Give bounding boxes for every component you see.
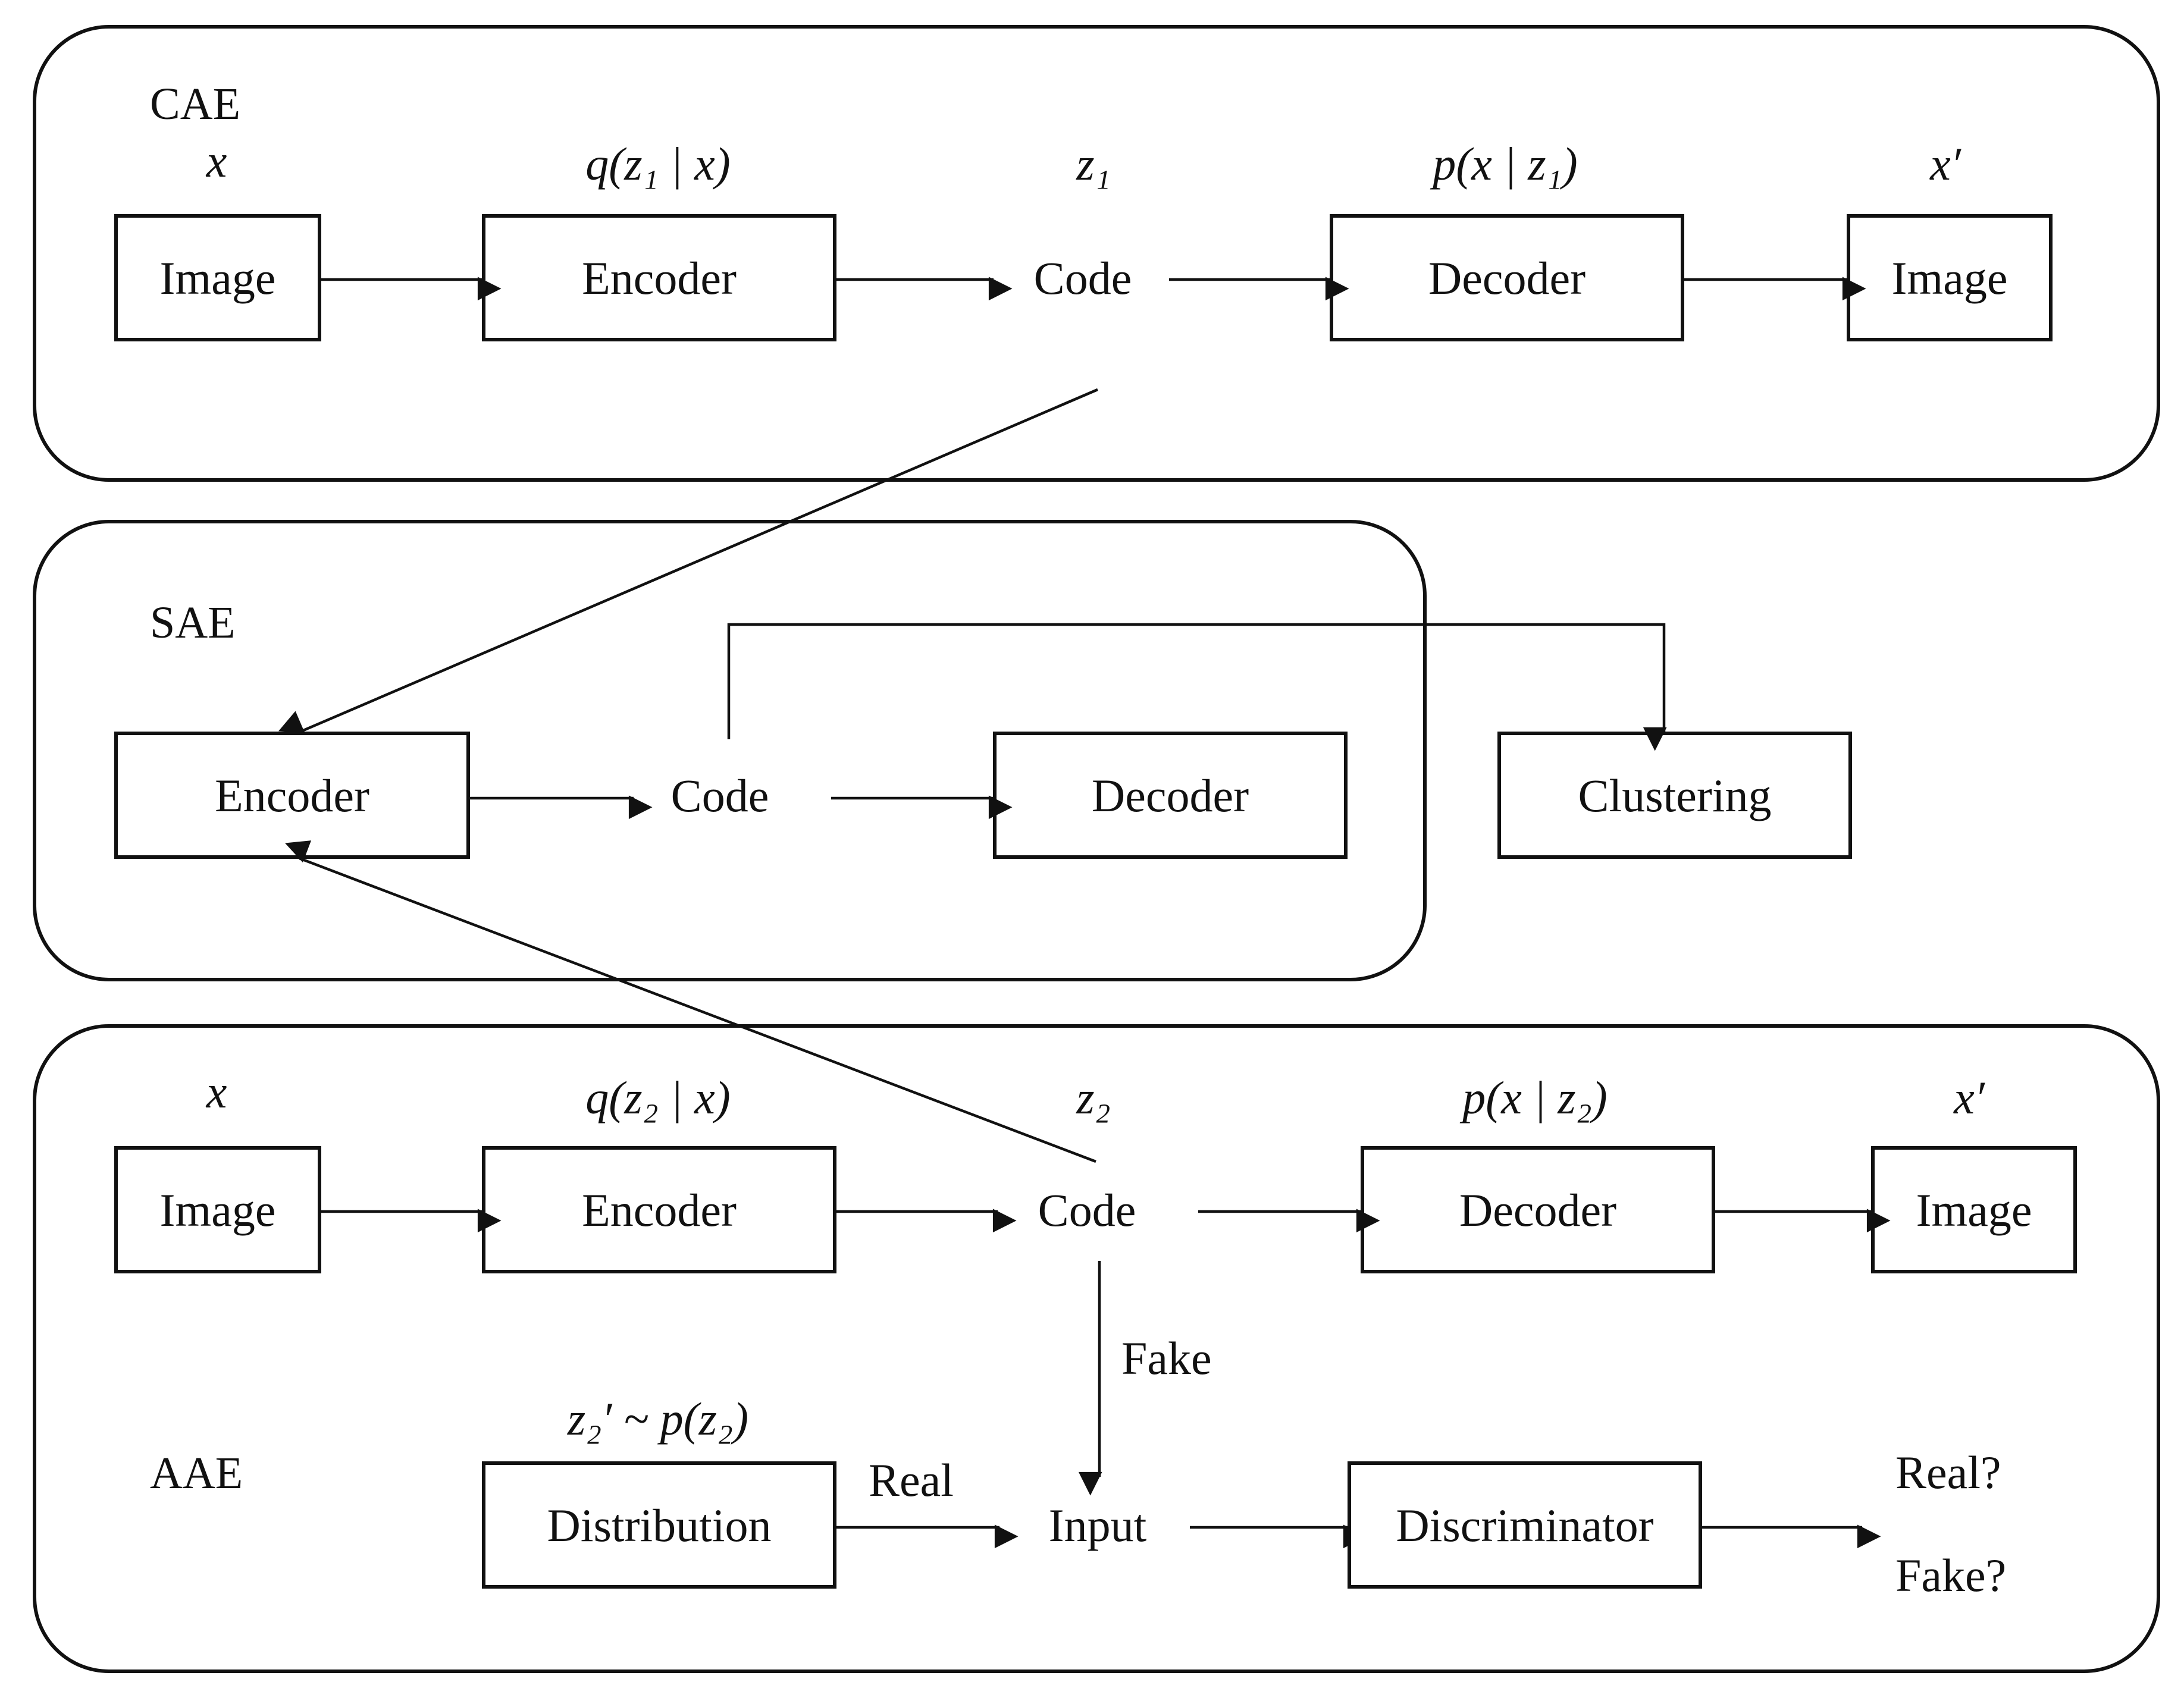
cae-var-xprime: x′ xyxy=(1929,138,1962,190)
aae-fake-label: Fake xyxy=(1121,1332,1212,1384)
sae-arrow-code-clustering xyxy=(727,623,1667,751)
aae-decoder-label: Decoder xyxy=(1459,1184,1616,1236)
cae-image-in-box xyxy=(114,214,321,341)
cae-decoder-label: Decoder xyxy=(1428,252,1585,304)
discriminator-label: Discriminator xyxy=(1396,1499,1653,1551)
sae-title: SAE xyxy=(150,598,236,648)
aae-var-q: q(z₂ | x) xyxy=(585,1072,730,1124)
aae-var-x: x xyxy=(206,1066,227,1118)
cae-var-q: q(z₁ | x) xyxy=(585,138,730,190)
aae-encoder-box xyxy=(482,1146,836,1273)
aae-code-label: Code xyxy=(1038,1184,1136,1236)
sae-decoder-box xyxy=(993,732,1348,859)
cae-image-out-label: Image xyxy=(1892,252,2008,304)
cae-code-label: Code xyxy=(1034,252,1132,304)
distribution-label: Distribution xyxy=(547,1499,771,1551)
aae-fake-question: Fake? xyxy=(1895,1549,2006,1601)
cae-title: CAE xyxy=(150,79,240,129)
clustering-label: Clustering xyxy=(1578,770,1772,821)
sae-encoder-box xyxy=(114,732,470,859)
sae-decoder-label: Decoder xyxy=(1092,770,1249,821)
cae-encoder-box xyxy=(482,214,836,341)
aae-var-p: p(x | z₂) xyxy=(1459,1072,1607,1124)
aae-var-z: z₂ xyxy=(1076,1072,1110,1124)
aae-real-question: Real? xyxy=(1895,1446,2001,1498)
aae-var-xprime: x′ xyxy=(1953,1072,1986,1124)
cae-panel xyxy=(33,25,2160,482)
distribution-box xyxy=(482,1461,836,1589)
arrow-aae-code-to-sae-encoder xyxy=(285,840,1096,1163)
sae-encoder-label: Encoder xyxy=(215,770,369,821)
aae-input-label: Input xyxy=(1049,1499,1147,1551)
aae-title: AAE xyxy=(150,1448,243,1498)
aae-image-in-label: Image xyxy=(160,1184,276,1236)
cae-var-x: x xyxy=(206,135,227,187)
sae-code-label: Code xyxy=(671,770,769,821)
discriminator-box xyxy=(1348,1461,1702,1589)
aae-encoder-label: Encoder xyxy=(582,1184,737,1236)
cae-image-in-label: Image xyxy=(160,252,276,304)
cae-decoder-box xyxy=(1330,214,1684,341)
aae-real-label: Real xyxy=(869,1454,954,1506)
arrow-cae-code-to-sae-encoder xyxy=(278,388,1098,734)
cae-var-p: p(x | z₁) xyxy=(1430,138,1577,190)
aae-image-in-box xyxy=(114,1146,321,1273)
aae-panel xyxy=(33,1024,2160,1673)
clustering-box xyxy=(1497,732,1852,859)
cae-encoder-label: Encoder xyxy=(582,252,737,304)
aae-image-out-label: Image xyxy=(1916,1184,2032,1236)
cae-var-z: z₁ xyxy=(1076,138,1110,190)
aae-decoder-box xyxy=(1361,1146,1715,1273)
sae-panel xyxy=(33,520,1427,981)
aae-var-prior: z₂′ ~ p(z₂) xyxy=(567,1393,748,1445)
